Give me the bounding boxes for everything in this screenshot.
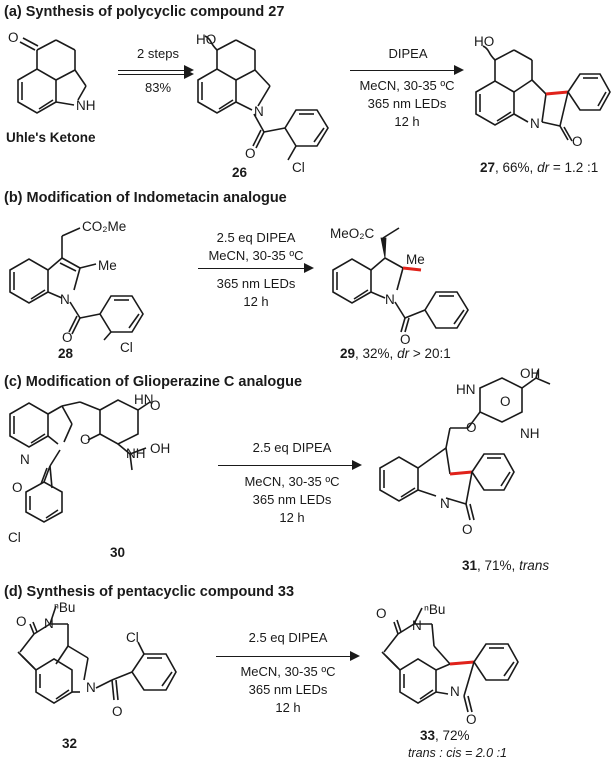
compound-30-nh: NH xyxy=(126,446,146,461)
conditions-a2-reagent: DIPEA xyxy=(388,46,428,61)
compound-32-o: O xyxy=(16,614,27,629)
compound-30-hn: HN xyxy=(134,392,154,407)
compound-28-me: Me xyxy=(98,258,117,273)
conditions-d-solvent: MeCN, 30-35 ºC xyxy=(240,664,336,679)
compound-30-structure xyxy=(9,399,151,523)
conditions-a2-time: 12 h xyxy=(394,114,420,129)
compound-27-structure xyxy=(475,45,611,142)
compound-29-meo2c: MeO₂C xyxy=(330,226,375,241)
compound-31-o-top: O xyxy=(500,394,511,409)
compound-31-nh: NH xyxy=(520,426,540,441)
conditions-d-light: 365 nm LEDs xyxy=(248,682,328,697)
compound-31-o-mid: O xyxy=(466,420,477,435)
compound-32-nbu: ⁿBu xyxy=(54,600,76,615)
conditions-c-time: 12 h xyxy=(279,510,305,525)
compound-30-o-bottom: O xyxy=(80,432,91,447)
compound-33-n: N xyxy=(412,618,422,633)
compound-27-ho: HO xyxy=(474,34,495,49)
compound-32-cl: Cl xyxy=(126,630,139,645)
conditions-b-reagent: 2.5 eq DIPEA xyxy=(216,230,296,245)
conditions-a1-top: 2 steps xyxy=(137,46,179,61)
reaction-arrow-a1-double xyxy=(118,69,194,79)
compound-30-o-top: O xyxy=(150,398,161,413)
conditions-c-light: 365 nm LEDs xyxy=(252,492,332,507)
conditions-c-solvent: MeCN, 30-35 ºC xyxy=(244,474,340,489)
compound-32-o-acyl: O xyxy=(112,704,123,719)
compound-33-o-bottom: O xyxy=(466,712,477,727)
compound-31-hn: HN xyxy=(456,382,476,397)
compound-28-structure xyxy=(9,227,144,341)
reaction-arrow-c xyxy=(218,460,362,470)
uhles-ketone-structure xyxy=(17,37,87,114)
compound-29-me: Me xyxy=(406,252,425,267)
ketone-oxygen: O xyxy=(8,30,19,45)
compound-28-co2me: CO₂Me xyxy=(82,219,127,234)
reaction-arrow-b xyxy=(198,263,314,273)
compound-29-o: O xyxy=(400,332,411,347)
compound-26-o: O xyxy=(245,146,256,161)
compound-28-label: 28 xyxy=(58,346,74,361)
compound-27-o: O xyxy=(572,134,583,149)
reaction-arrow-a2 xyxy=(350,65,464,75)
compound-27-result: 27, 66%, dr = 1.2 :1 xyxy=(480,160,599,175)
compound-30-o-acyl: O xyxy=(12,480,23,495)
conditions-b-solvent: MeCN, 30-35 ºC xyxy=(208,248,304,263)
compound-33-structure xyxy=(381,607,519,713)
compound-32-structure xyxy=(17,605,177,704)
compound-31-structure xyxy=(379,369,551,521)
compound-28-o: O xyxy=(62,330,73,345)
compound-30-n: N xyxy=(20,452,30,467)
compound-31-n: N xyxy=(440,496,450,511)
compound-33-result: 33, 72% xyxy=(420,728,470,743)
compound-32-n: N xyxy=(44,616,54,631)
indole-nh: NH xyxy=(76,98,96,113)
compound-26-cl: Cl xyxy=(292,160,305,175)
compound-30-cl: Cl xyxy=(8,530,21,545)
section-d-title: (d) Synthesis of pentacyclic compound 33 xyxy=(4,584,295,600)
compound-30-label: 30 xyxy=(110,545,126,560)
conditions-a2-solvent: MeCN, 30-35 ºC xyxy=(359,78,455,93)
compound-27-n: N xyxy=(530,116,540,131)
conditions-d-time: 12 h xyxy=(275,700,301,715)
compound-26-structure xyxy=(197,35,329,161)
compound-28-cl: Cl xyxy=(120,340,133,355)
conditions-d-reagent: 2.5 eq DIPEA xyxy=(248,630,328,645)
compound-31-result: 31, 71%, trans xyxy=(462,558,550,573)
section-a-title: (a) Synthesis of polycyclic compound 27 xyxy=(4,4,285,20)
compound-28-n: N xyxy=(60,292,70,307)
compound-33-n-indole: N xyxy=(450,684,460,699)
compound-26-n: N xyxy=(254,104,264,119)
section-b-title: (b) Modification of Indometacin analogue xyxy=(4,190,287,206)
conditions-b-light: 365 nm LEDs xyxy=(216,276,296,291)
section-c-title: (c) Modification of Glioperazine C analo… xyxy=(4,374,303,390)
compound-26-ho: HO xyxy=(196,32,217,47)
compound-29-structure xyxy=(332,227,469,333)
compound-26-label: 26 xyxy=(232,165,248,180)
conditions-a1-bottom: 83% xyxy=(144,80,172,95)
compound-31-oh: OH xyxy=(520,366,541,381)
compound-31-o-bottom: O xyxy=(462,522,473,537)
compound-29-n: N xyxy=(385,292,395,307)
compound-33-nbu: ⁿBu xyxy=(424,602,446,617)
compound-30-oh: OH xyxy=(150,441,171,456)
compound-33-o: O xyxy=(376,606,387,621)
reaction-arrow-a1 xyxy=(118,65,194,75)
reaction-arrow-d xyxy=(216,651,360,661)
compound-33-ratio: trans : cis = 2.0 :1 xyxy=(408,746,508,760)
compound-32-n-indole: N xyxy=(86,680,96,695)
conditions-c-reagent: 2.5 eq DIPEA xyxy=(252,440,332,455)
compound-32-label: 32 xyxy=(62,736,78,751)
conditions-a2-light: 365 nm LEDs xyxy=(367,96,447,111)
conditions-b-time: 12 h xyxy=(243,294,269,309)
compound-29-result: 29, 32%, dr > 20:1 xyxy=(340,346,451,361)
start-label-uhles-ketone: Uhle's Ketone xyxy=(6,130,96,145)
